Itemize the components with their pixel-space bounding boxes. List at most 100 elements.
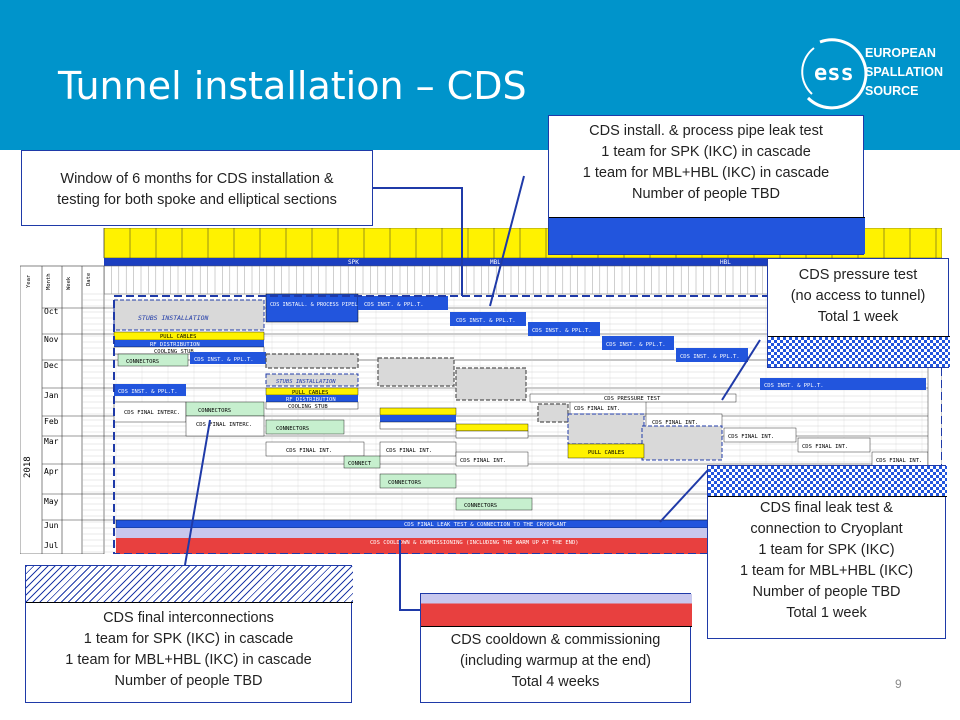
- bar-inst-ppl-spk-3: [114, 384, 186, 396]
- month-may: May: [44, 497, 59, 506]
- month-jun: Jun: [44, 521, 59, 530]
- callout-line: connection to Cryoplant: [750, 521, 903, 537]
- bar-final-int-2: [379, 441, 457, 457]
- section-label-hbl: HBL: [720, 259, 731, 266]
- callout-line: 1 team for MBL+HBL (IKC) in cascade: [65, 652, 312, 668]
- callout-line: Total 1 week: [817, 309, 899, 325]
- callout-line: (no access to tunnel): [790, 288, 926, 304]
- bar-rf-distribution-mbl-label: RF DISTRIBUTION: [286, 397, 336, 403]
- bar-rf-distribution-spk-label: RF DISTRIBUTION: [150, 342, 200, 348]
- section-label-spk: SPK: [348, 259, 359, 266]
- month-feb: Feb: [44, 417, 59, 426]
- callout-line: (including warmup at the end): [459, 653, 652, 669]
- bar-final-int-6: [723, 427, 797, 443]
- callout-line: 1 team for SPK (IKC): [758, 542, 895, 558]
- callout-final-interconnections: CDS final interconnections 1 team for SP…: [25, 565, 353, 703]
- callout-line: Number of people TBD: [631, 186, 781, 202]
- bar-connectors-3-label: CONNECTORS: [276, 426, 309, 432]
- bar-final-int-1-label: CDS FINAL INT.: [286, 448, 332, 454]
- bar-rf-distribution-spk: [114, 340, 264, 347]
- bar-cooling-stub-4: [455, 430, 529, 439]
- bar-inst-ppl-spk-3-label: CDS INST. & PPL.T.: [118, 389, 178, 395]
- bar-inst-ppl-4: [602, 336, 674, 350]
- bar-stubs-install-hbl-2: [641, 425, 723, 461]
- month-dec: Dec: [44, 361, 59, 370]
- bar-final-int-7-label: CDS FINAL INT.: [802, 444, 848, 450]
- bar-connect-label: CONNECT: [348, 461, 372, 467]
- bar-cooling-stub-spk-label: COOLING STUB: [154, 349, 194, 355]
- bar-stubs-install-mbl: [265, 373, 359, 387]
- legend-swatch-blue: [549, 217, 865, 254]
- bar-final-int-2-label: CDS FINAL INT.: [386, 448, 432, 454]
- bar-cooldown-top: [116, 528, 942, 538]
- logo-line-3: SOURCE: [865, 84, 919, 98]
- legend-swatch-red: [421, 594, 692, 627]
- bar-final-int-1: [265, 441, 365, 457]
- bar-final-int-side: [927, 363, 942, 475]
- bar-stubs-install-mbl-label: STUBS INSTALLATION: [276, 379, 336, 385]
- bar-stubs-install-spk-label: STUBS INSTALLATION: [138, 314, 209, 322]
- bar-connectors-5: [455, 497, 533, 511]
- callout-line: 1 team for MBL+HBL (IKC) in cascade: [582, 165, 830, 181]
- callout-line: testing for both spoke and elliptical se…: [57, 192, 337, 208]
- logo-wordmark: EUROPEAN SPALLATION SOURCE: [865, 44, 943, 101]
- bar-final-int-4-label: CDS FINAL INT.: [574, 406, 620, 412]
- row-header-week: Week: [66, 276, 72, 290]
- callout-line: 1 team for SPK (IKC) in cascade: [601, 144, 811, 160]
- bar-connectors-4: [379, 473, 457, 489]
- month-jan: Jan: [44, 391, 59, 400]
- row-header-date: Date: [86, 273, 92, 286]
- callout-line: 1 team for MBL+HBL (IKC): [739, 563, 914, 579]
- bar-inst-ppl-hbl-label: CDS INST. & PPL.T.: [764, 383, 824, 389]
- bar-inst-ppl-3-label: CDS INST. & PPL.T.: [532, 328, 592, 334]
- callout-line: Total 4 weeks: [511, 674, 600, 690]
- callout-install-leak-test: CDS install. & process pipe leak test 1 …: [548, 115, 865, 255]
- callout-cooldown: CDS cooldown & commissioning (including …: [420, 593, 692, 703]
- callout-line: CDS final leak test &: [760, 500, 893, 516]
- bar-rf-distribution-mbl: [266, 395, 358, 402]
- slide-title: Tunnel installation – CDS: [58, 64, 527, 108]
- bar-connectors-2-label: CONNECTORS: [198, 408, 231, 414]
- bar-stubs-grey-4: [537, 403, 569, 423]
- callout-line: Number of people TBD: [114, 673, 263, 689]
- bar-pressure-test-label: CDS PRESSURE TEST: [604, 396, 661, 402]
- bar-stubs-grey-2: [377, 357, 455, 387]
- bar-pull-cables-mbl-label: PULL CABLES: [292, 390, 328, 396]
- bar-pull-cables-3: [379, 407, 457, 416]
- bar-final-int-8-label: CDS FINAL INT.: [876, 458, 922, 464]
- bar-inst-ppl-1-label: CDS INST. & PPL.T.: [364, 302, 424, 308]
- bar-cooling-stub-mbl: [265, 401, 359, 410]
- callout-line: CDS install. & process pipe leak test: [589, 123, 823, 139]
- row-header-month: Month: [46, 273, 52, 290]
- bar-cooldown-label: CDS COOLDOWN & COMMISSIONING (INCLUDING …: [370, 540, 579, 546]
- bar-rf-distribution-3: [380, 415, 456, 422]
- bar-install-ppl-test: [265, 293, 359, 323]
- bar-inst-ppl-4-label: CDS INST. & PPL.T.: [606, 342, 666, 348]
- callout-line: Total 1 week: [786, 605, 867, 621]
- bar-pull-cables-hbl-label: PULL CABLES: [588, 450, 624, 456]
- bar-inst-ppl-hbl: [760, 378, 926, 390]
- bar-stubs-grey-3: [455, 367, 527, 401]
- bar-cooling-stub-mbl-label: COOLING STUB: [288, 404, 328, 410]
- bar-inst-ppl-spk-2: [190, 352, 266, 364]
- install-window-outline: [113, 295, 942, 554]
- bar-final-int-7: [797, 437, 871, 453]
- callout-final-leak-test: CDS final leak test & connection to Cryo…: [707, 465, 947, 639]
- bar-connectors-5-label: CONNECTORS: [464, 503, 497, 509]
- bar-inst-ppl-2: [450, 312, 526, 326]
- bar-final-int-3-label: CDS FINAL INT.: [460, 458, 506, 464]
- row-header-year: Year: [26, 274, 32, 288]
- bar-install-ppl-test-label: CDS INSTALL. & PROCESS PIPELINE LEAK TES…: [270, 302, 398, 308]
- logo-line-2: SPALLATION: [865, 65, 944, 79]
- bar-final-interc-1-label: CDS FINAL INTERC.: [124, 410, 180, 416]
- bar-inst-ppl-spk-2-label: CDS INST. & PPL.T.: [194, 357, 254, 363]
- callout-install-window: Window of 6 months for CDS installation …: [21, 150, 373, 226]
- logo-mark: ess: [814, 61, 854, 86]
- page-number: 9: [895, 677, 902, 691]
- month-nov: Nov: [44, 335, 59, 344]
- logo-line-1: EUROPEAN: [865, 46, 936, 60]
- callout-line: CDS final interconnections: [103, 610, 274, 626]
- bar-final-interc-2-label: CDS FINAL INTERC.: [196, 422, 252, 428]
- bar-inst-ppl-5-label: CDS INST. & PPL.T.: [680, 354, 740, 360]
- legend-swatch-hatched: [26, 566, 353, 603]
